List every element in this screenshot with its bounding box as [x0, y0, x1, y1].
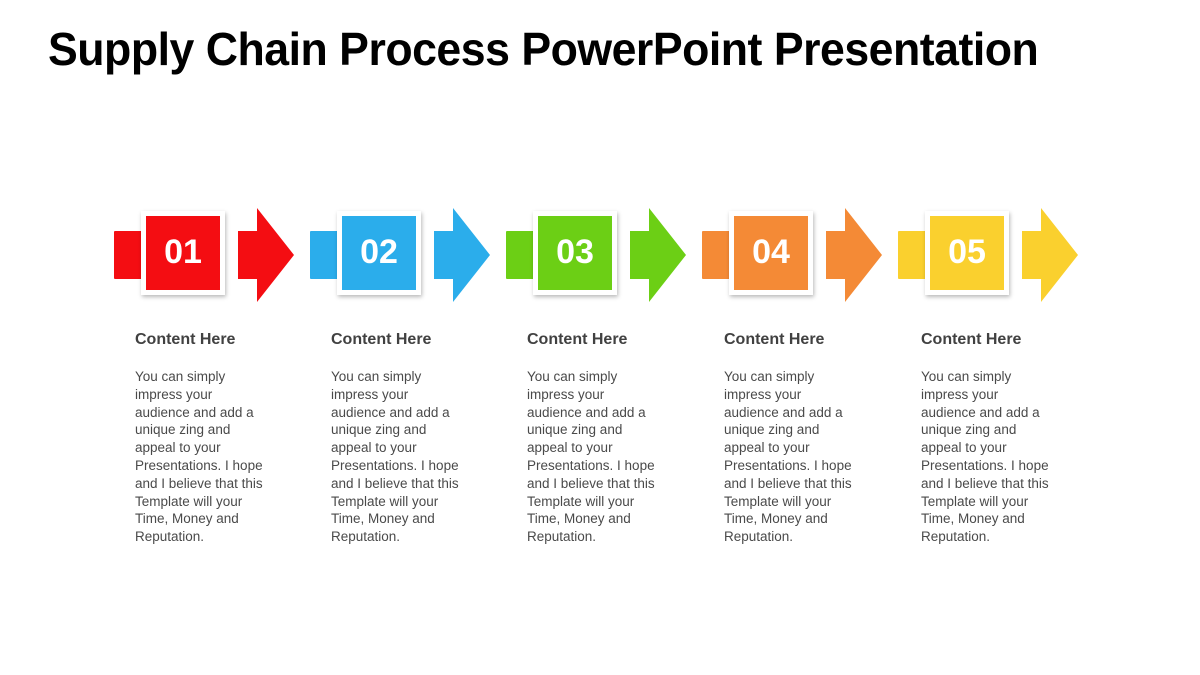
- content-heading: Content Here: [921, 331, 1022, 348]
- content-body-text: You can simply impress your audience and…: [724, 369, 852, 545]
- content-heading: Content Here: [527, 331, 628, 348]
- step-number-label: 01: [164, 233, 202, 271]
- step-number-label: 02: [360, 233, 398, 271]
- process-arrow-row: 01 02 03 04 05: [0, 200, 1200, 310]
- arrow-head-icon: [1022, 208, 1078, 302]
- content-body-text: You can simply impress your audience and…: [135, 369, 263, 545]
- step-badge-fill: 01: [146, 216, 220, 290]
- content-heading: Content Here: [135, 331, 236, 348]
- process-step-04[interactable]: 04: [695, 200, 891, 310]
- page-title: Supply Chain Process PowerPoint Presenta…: [48, 23, 1039, 75]
- step-number-badge[interactable]: 01: [141, 211, 225, 295]
- step-number-label: 03: [556, 233, 594, 271]
- arrow-head-icon: [826, 208, 882, 302]
- content-heading: Content Here: [724, 331, 825, 348]
- step-number-badge[interactable]: 05: [925, 211, 1009, 295]
- arrow-head-icon: [434, 208, 490, 302]
- content-body-text: You can simply impress your audience and…: [921, 369, 1049, 545]
- step-number-label: 04: [752, 233, 790, 271]
- content-body-text: You can simply impress your audience and…: [331, 369, 459, 545]
- step-badge-fill: 03: [538, 216, 612, 290]
- step-number-badge[interactable]: 02: [337, 211, 421, 295]
- arrow-head-icon: [238, 208, 294, 302]
- content-heading: Content Here: [331, 331, 432, 348]
- process-step-05[interactable]: 05: [891, 200, 1087, 310]
- step-badge-fill: 04: [734, 216, 808, 290]
- step-badge-fill: 02: [342, 216, 416, 290]
- step-number-badge[interactable]: 04: [729, 211, 813, 295]
- process-step-02[interactable]: 02: [303, 200, 499, 310]
- step-number-badge[interactable]: 03: [533, 211, 617, 295]
- process-step-01[interactable]: 01: [107, 200, 303, 310]
- process-step-03[interactable]: 03: [499, 200, 695, 310]
- step-number-label: 05: [948, 233, 986, 271]
- arrow-head-icon: [630, 208, 686, 302]
- content-body-text: You can simply impress your audience and…: [527, 369, 655, 545]
- step-badge-fill: 05: [930, 216, 1004, 290]
